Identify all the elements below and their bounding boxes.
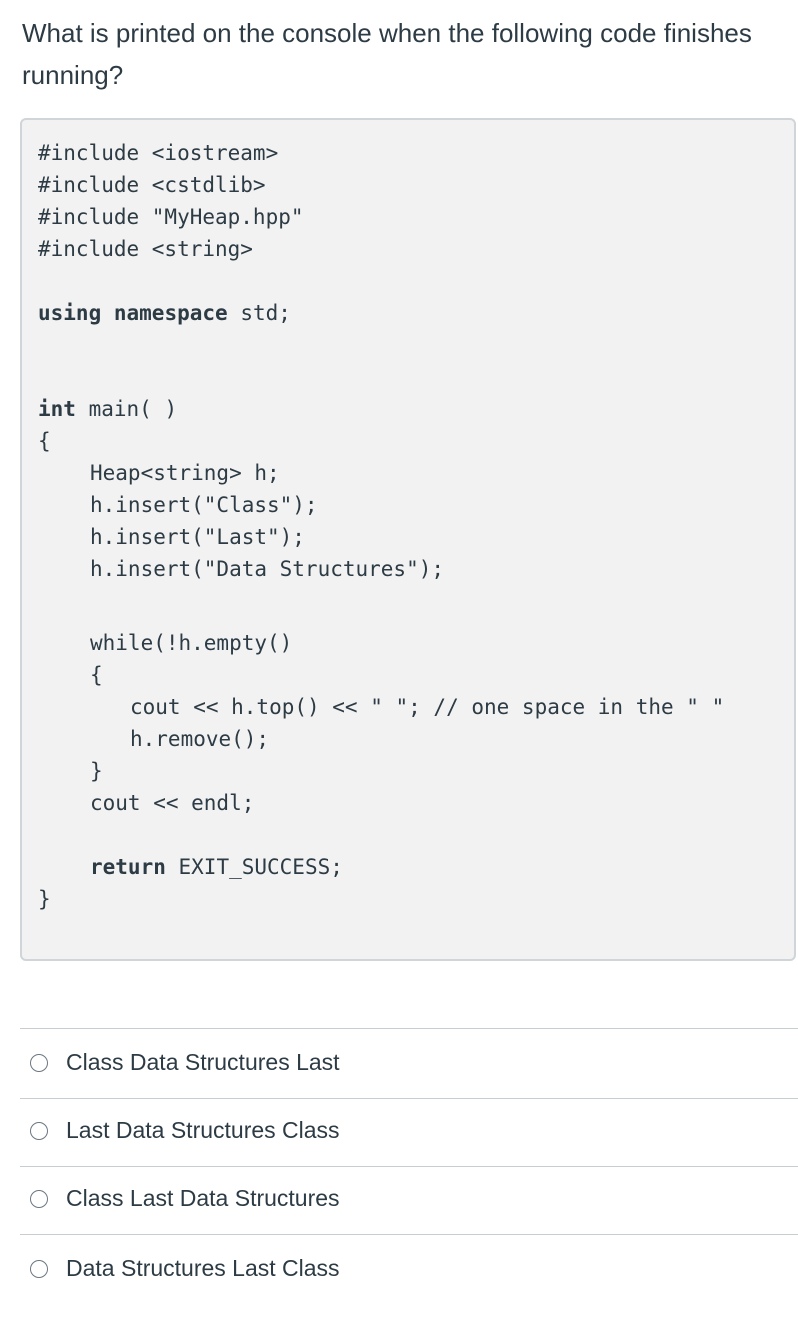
answer-option-label[interactable]: Class Last Data Structures xyxy=(66,1185,340,1211)
code-line-insert-data-structures: h.insert("Data Structures"); xyxy=(90,557,445,581)
radio-button-icon[interactable] xyxy=(30,1260,48,1278)
answer-option-label[interactable]: Last Data Structures Class xyxy=(66,1117,340,1143)
code-line-while-open-brace: { xyxy=(90,663,103,687)
return-value: EXIT_SUCCESS; xyxy=(178,855,343,879)
code-line-main-close-brace: } xyxy=(38,887,51,911)
keyword-namespace: namespace xyxy=(113,301,228,325)
code-line-main-signature: int main( ) xyxy=(38,393,177,425)
answer-option-1[interactable]: Class Data Structures Last xyxy=(20,1028,798,1096)
keyword-using: using xyxy=(38,301,102,325)
keyword-int: int xyxy=(38,397,76,421)
code-line-insert-last: h.insert("Last"); xyxy=(90,525,305,549)
keyword-return: return xyxy=(90,855,166,879)
code-line-heap-declaration: Heap<string> h; xyxy=(90,461,280,485)
code-line-cout-top: cout << h.top() << " "; // one space in … xyxy=(130,695,725,719)
code-block: #include <iostream> #include <cstdlib> #… xyxy=(20,118,796,961)
answer-option-4[interactable]: Data Structures Last Class xyxy=(20,1234,798,1302)
code-line-while: while(!h.empty() xyxy=(90,631,293,655)
code-line-using-namespace: using namespace std; xyxy=(38,297,291,329)
code-line-include-string: #include <string> xyxy=(38,237,253,261)
radio-button-icon[interactable] xyxy=(30,1054,48,1072)
answer-option-3[interactable]: Class Last Data Structures xyxy=(20,1166,798,1234)
radio-button-icon[interactable] xyxy=(30,1190,48,1208)
answer-option-label[interactable]: Class Data Structures Last xyxy=(66,1049,340,1075)
answer-option-2[interactable]: Last Data Structures Class xyxy=(20,1098,798,1166)
code-line-while-close-brace: } xyxy=(90,759,103,783)
main-function: main( ) xyxy=(88,397,178,421)
code-line-return: return EXIT_SUCCESS; xyxy=(90,851,343,883)
code-line-remove: h.remove(); xyxy=(130,727,270,751)
code-line-main-open-brace: { xyxy=(38,429,51,453)
question-text: What is printed on the console when the … xyxy=(22,18,752,90)
code-line-include-myheap: #include "MyHeap.hpp" xyxy=(38,205,304,229)
code-line-include-cstdlib: #include <cstdlib> xyxy=(38,173,266,197)
answer-option-label[interactable]: Data Structures Last Class xyxy=(66,1255,340,1281)
radio-button-icon[interactable] xyxy=(30,1122,48,1140)
code-line-cout-endl: cout << endl; xyxy=(90,791,255,815)
code-line-insert-class: h.insert("Class"); xyxy=(90,493,318,517)
namespace-std: std; xyxy=(240,301,291,325)
code-line-include-iostream: #include <iostream> xyxy=(38,141,279,165)
